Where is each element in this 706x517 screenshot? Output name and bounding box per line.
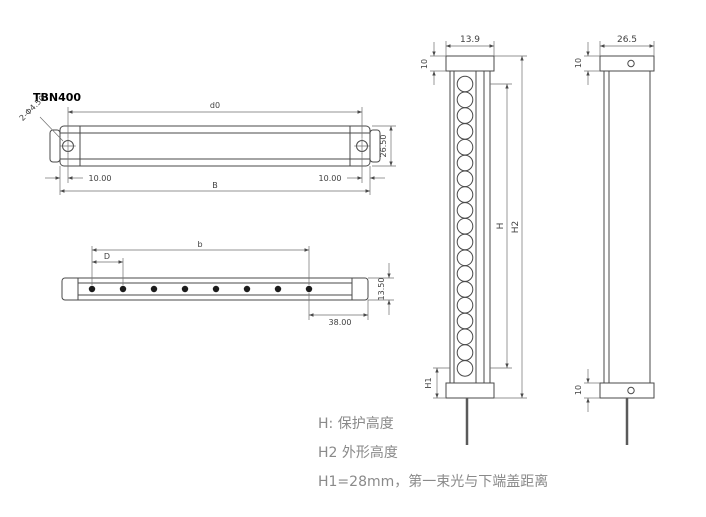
side-view-dimensions: [430, 41, 527, 399]
note-protection-height: H: 保护高度: [318, 415, 394, 432]
model-label: TBN400: [33, 91, 81, 104]
front-view-dimensions: [39, 107, 396, 195]
side-view-bottom-cap: [445, 382, 495, 399]
dim-h1-label: H1: [424, 377, 433, 388]
dim-rear-width-label: 26.5: [617, 35, 637, 45]
rear-view-top-cap: [599, 55, 655, 72]
dim-d0-label: d0: [210, 101, 220, 110]
dim-h2-label: H2: [511, 221, 521, 234]
rear-hole-top: [627, 59, 635, 68]
dim-depth-label: 13.50: [377, 278, 386, 301]
dim-rear-cap-top-label: 10: [574, 58, 583, 68]
rear-hole-bottom: [627, 386, 635, 395]
dim-rear-cap-bottom-label: 10: [574, 385, 583, 395]
rear-view-bottom-cap: [599, 382, 655, 399]
beam-dots: [88, 285, 313, 293]
dim-side-width-label: 13.9: [460, 35, 480, 45]
front-view-body: [49, 125, 381, 167]
rear-view-body: [599, 55, 655, 399]
side-view-body: [445, 55, 495, 399]
dim-left-offset-label: 10.00: [89, 174, 112, 183]
rear-view-dimensions: [584, 41, 655, 412]
dim-span-label: b: [197, 240, 202, 249]
dim-right-offset-label: 10.00: [319, 174, 342, 183]
dim-height-label: 26.50: [379, 135, 388, 158]
dim-end-offset-label: 38.00: [329, 318, 352, 327]
dim-side-cap-label: 10: [420, 59, 429, 69]
beam-view-body: [61, 277, 369, 301]
beam-view-dimensions: [91, 246, 394, 320]
notes-block: H: 保护高度 H2 外形高度 H1=28mm，第一束光与下端盖距离: [318, 415, 548, 490]
note-overall-height: H2 外形高度: [318, 444, 398, 461]
dim-h-label: H: [496, 223, 506, 230]
side-view-top-cap: [445, 55, 495, 72]
note-h1-definition: H1=28mm，第一束光与下端盖距离: [318, 473, 548, 490]
mount-tab-left: [49, 129, 61, 163]
side-view-beam-circles: [456, 75, 474, 377]
dim-pitch-label: D: [104, 252, 110, 261]
dim-total-length-label: B: [212, 181, 218, 190]
